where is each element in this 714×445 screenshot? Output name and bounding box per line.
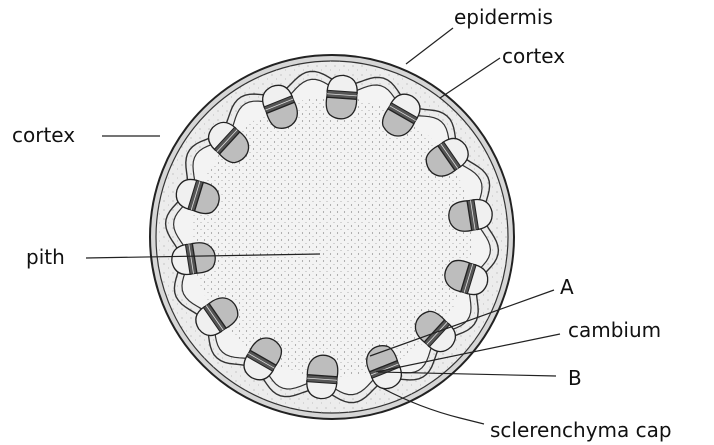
label-b: B xyxy=(568,366,582,390)
label-a: A xyxy=(560,275,574,299)
label-epidermis: epidermis xyxy=(454,5,553,29)
vascular-bundle xyxy=(306,354,339,400)
cortex-top-leader xyxy=(440,58,500,98)
epidermis-leader xyxy=(406,28,453,64)
label-cambium: cambium xyxy=(568,318,661,342)
vascular-bundle xyxy=(325,74,358,120)
label-sclerenchyma-cap: sclerenchyma cap xyxy=(490,418,672,442)
label-pith: pith xyxy=(26,245,65,269)
label-cortex-top: cortex xyxy=(502,44,565,68)
label-cortex-left: cortex xyxy=(12,123,75,147)
